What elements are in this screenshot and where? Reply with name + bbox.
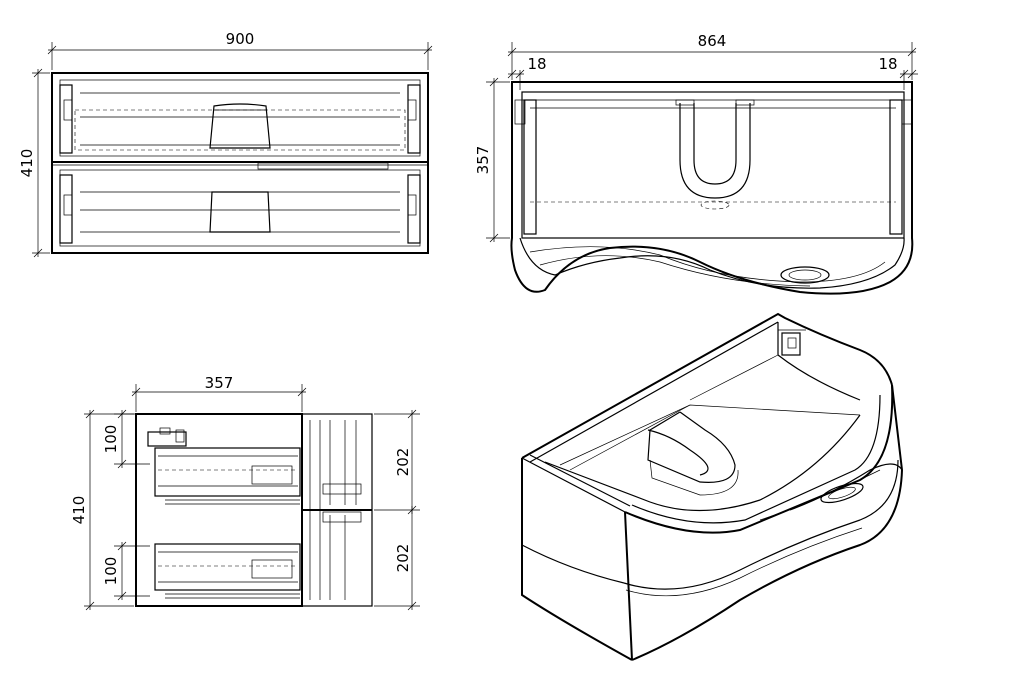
dim-side-lower-drawer: 100 [102, 557, 120, 586]
dim-top-right-side: 18 [878, 55, 897, 73]
dim-top-depth: 357 [474, 146, 492, 175]
dim-top-left-side: 18 [527, 55, 546, 73]
isometric-view [521, 312, 904, 661]
dim-front-width: 900 [226, 30, 255, 48]
dim-side-upper-drawer: 100 [102, 425, 120, 454]
front-view: 900 410 [18, 30, 433, 258]
dim-side-depth: 357 [205, 374, 234, 392]
dim-front-height: 410 [18, 149, 36, 178]
dim-side-upper-front: 202 [394, 448, 412, 477]
dim-top-width: 864 [698, 32, 727, 50]
dim-side-lower-front: 202 [394, 544, 412, 573]
side-view: 357 410 100 100 202 202 [70, 374, 420, 611]
top-view: 864 18 18 357 [474, 32, 918, 295]
dim-side-height: 410 [70, 496, 88, 525]
